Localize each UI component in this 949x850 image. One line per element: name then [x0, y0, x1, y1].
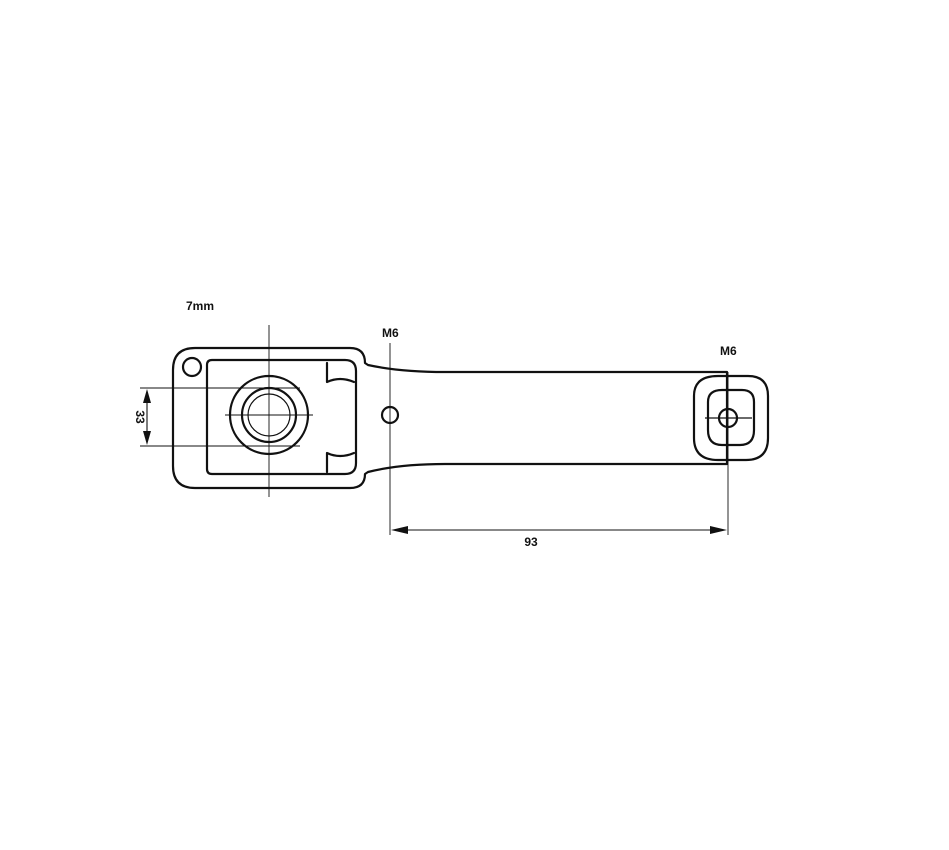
label-dim-33: 33 — [133, 410, 147, 424]
dimension-height — [140, 387, 300, 447]
label-m6-left: M6 — [382, 326, 399, 340]
small-hole — [181, 356, 203, 378]
plate-recess — [205, 358, 358, 476]
label-7mm: 7mm — [186, 299, 214, 313]
arm-outline — [171, 346, 729, 490]
label-dim-93: 93 — [524, 535, 538, 549]
dimension-length — [391, 526, 727, 534]
clip-notch-top — [325, 361, 356, 384]
label-m6-right: M6 — [720, 344, 737, 358]
end-boss — [692, 374, 770, 462]
clip-notch-bottom — [325, 451, 356, 474]
